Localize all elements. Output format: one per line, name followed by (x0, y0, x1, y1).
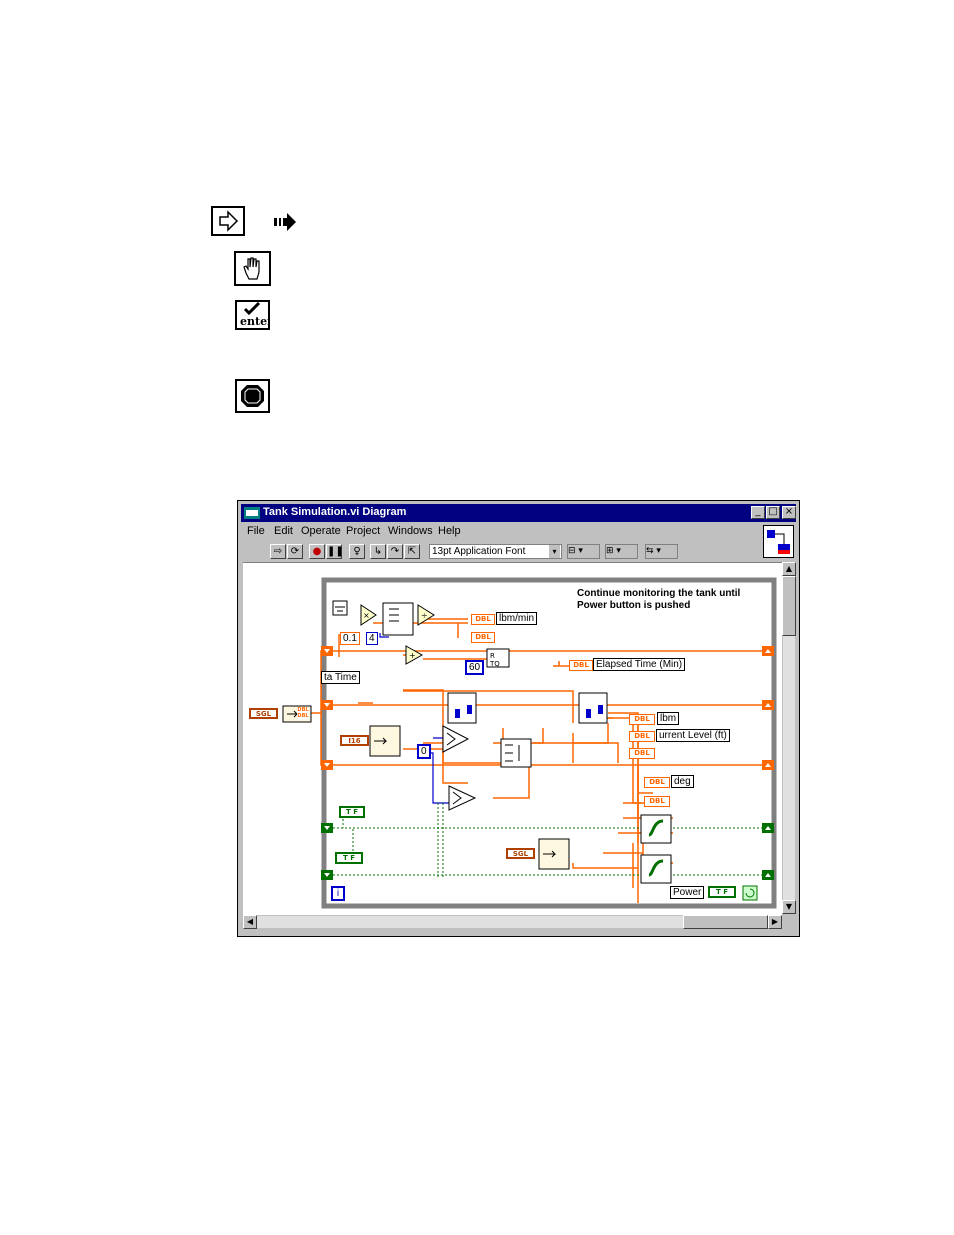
menu-operate[interactable]: Operate (301, 525, 341, 537)
power-boolean-terminal[interactable]: T F (708, 886, 736, 898)
scroll-down-button[interactable]: ▼ (782, 900, 796, 914)
align-objects-dropdown[interactable]: ⊟ ▾ (567, 544, 600, 559)
dbl-terminal-flow-2[interactable]: DBL (471, 632, 495, 643)
enter-icon: enter (235, 300, 273, 330)
boolean-control-1[interactable]: T F (339, 806, 365, 818)
sgl-control-terminal-2[interactable]: SGL (506, 848, 535, 859)
label-current-level: urrent Level (ft) (656, 729, 730, 742)
reorder-dropdown[interactable]: ⇆ ▾ (645, 544, 678, 559)
label-power: Power (670, 886, 705, 899)
label-lbm: lbm (657, 712, 680, 725)
loop-comment: Continue monitoring the tank until Power… (577, 588, 741, 611)
dbl-terminal-level[interactable]: DBL (629, 731, 655, 742)
scroll-thumb[interactable] (782, 576, 796, 636)
svg-text:÷: ÷ (421, 611, 428, 620)
menu-project[interactable]: Project (346, 525, 381, 537)
pause-button[interactable]: ❚❚ (326, 544, 344, 559)
sgl-control-terminal[interactable]: SGL (249, 708, 278, 719)
operating-hand-icon (234, 251, 271, 286)
run-arrow-icon (211, 206, 245, 236)
menu-bar: File Edit Operate Project Windows Help (241, 523, 761, 539)
run-arrow-black-icon (271, 210, 299, 234)
highlight-execution-button[interactable]: ♀ (349, 544, 365, 559)
menu-file[interactable]: File (247, 525, 265, 537)
scroll-track[interactable] (783, 636, 795, 900)
menu-help[interactable]: Help (438, 525, 461, 537)
close-button[interactable]: × (782, 506, 796, 519)
title-bar[interactable]: Tank Simulation.vi Diagram _ □ × (241, 504, 796, 522)
dbl-terminal-elapsed[interactable]: DBL (569, 660, 593, 671)
menu-windows[interactable]: Windows (388, 525, 433, 537)
label-delta-time: ta Time (321, 671, 360, 684)
vi-icon[interactable] (763, 525, 794, 558)
vertical-scrollbar[interactable]: ▲ ▼ (782, 562, 796, 914)
step-out-button[interactable]: ⇱ (404, 544, 420, 559)
diagram-window: Tank Simulation.vi Diagram _ □ × File Ed… (237, 500, 800, 937)
block-diagram-canvas[interactable]: × ÷ + R TQ (243, 562, 782, 915)
label-deg: deg (671, 775, 694, 788)
font-selector[interactable]: 13pt Application Font ▾ (429, 544, 562, 559)
run-button[interactable]: ⇨ (270, 544, 286, 559)
abort-button[interactable]: ● (309, 544, 325, 559)
step-into-button[interactable]: ↳ (370, 544, 386, 559)
label-elapsed-time: Elapsed Time (Min) (593, 658, 686, 671)
label-flow: lbm/min (496, 612, 538, 625)
step-over-button[interactable]: ↷ (387, 544, 403, 559)
boolean-control-2[interactable]: T F (335, 852, 363, 864)
constant-0[interactable]: 0 (417, 744, 431, 759)
run-continuous-button[interactable]: ⟳ (287, 544, 303, 559)
window-title: Tank Simulation.vi Diagram (263, 506, 407, 518)
bundle-dbl-1: DBL (297, 707, 309, 714)
svg-text:enter: enter (240, 315, 268, 328)
svg-text:+: + (409, 651, 416, 660)
dbl-terminal-flow[interactable]: DBL (471, 614, 495, 625)
vi-window-icon (244, 507, 260, 519)
dbl-terminal-deg[interactable]: DBL (644, 777, 670, 788)
scroll-up-button[interactable]: ▲ (782, 562, 796, 576)
font-selector-value: 13pt Application Font (432, 546, 526, 557)
stop-icon (235, 379, 270, 413)
constant-4[interactable]: 4 (366, 632, 378, 645)
maximize-button[interactable]: □ (766, 506, 780, 519)
dbl-terminal-3[interactable]: DBL (629, 748, 655, 759)
menu-edit[interactable]: Edit (274, 525, 293, 537)
svg-text:R: R (490, 652, 495, 660)
constant-0-1[interactable]: 0.1 (340, 632, 360, 645)
svg-text:TQ: TQ (489, 660, 500, 668)
bundle-dbl-2: DBL (297, 713, 309, 720)
minimize-button[interactable]: _ (751, 506, 765, 519)
dbl-terminal-5[interactable]: DBL (644, 796, 670, 807)
scroll-left-button[interactable]: ◀ (243, 915, 257, 929)
h-scroll-thumb[interactable] (683, 915, 768, 929)
horizontal-scrollbar[interactable]: ◀ ▶ (243, 915, 782, 929)
iteration-terminal[interactable]: i (331, 886, 345, 901)
size-grip[interactable] (782, 915, 796, 929)
h-scroll-track[interactable] (257, 916, 683, 928)
svg-text:×: × (363, 611, 370, 620)
constant-60[interactable]: 60 (465, 660, 485, 675)
scroll-right-button[interactable]: ▶ (768, 915, 782, 929)
chevron-down-icon: ▾ (549, 545, 560, 558)
i16-control-terminal[interactable]: I16 (340, 735, 369, 746)
distribute-objects-dropdown[interactable]: ⊞ ▾ (605, 544, 638, 559)
dbl-terminal-lbm[interactable]: DBL (629, 714, 655, 725)
